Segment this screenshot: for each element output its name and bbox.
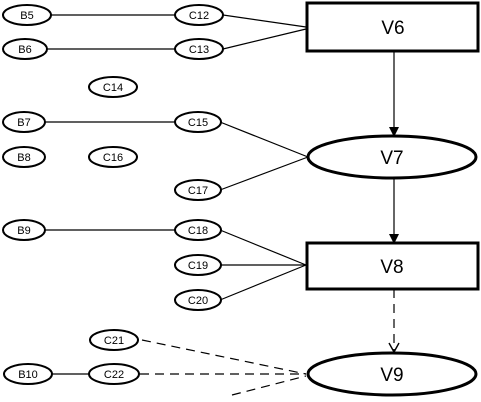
svg-text:B9: B9 [17, 225, 30, 237]
svg-text:V7: V7 [380, 148, 403, 169]
svg-text:C15: C15 [188, 117, 208, 129]
svg-text:C14: C14 [103, 82, 123, 94]
node-c14: C14 [88, 76, 138, 98]
svg-text:C22: C22 [104, 369, 124, 381]
node-v6: V6 [305, 1, 480, 53]
svg-text:B8: B8 [17, 152, 30, 164]
edge-c18-v8 [219, 229, 307, 266]
svg-text:C21: C21 [104, 335, 124, 347]
edge-c21-v9 [141, 339, 307, 375]
edge-c13-v6 [222, 28, 307, 50]
svg-text:C20: C20 [188, 295, 208, 307]
node-c18: C18 [174, 219, 222, 241]
node-c12: C12 [174, 4, 224, 26]
svg-text:C13: C13 [189, 44, 209, 56]
node-c13: C13 [174, 38, 224, 60]
svg-text:B7: B7 [17, 117, 30, 129]
node-c17: C17 [174, 179, 222, 201]
edge-c15-v7 [219, 121, 309, 158]
svg-text:V8: V8 [380, 257, 403, 278]
svg-text:B10: B10 [18, 369, 38, 381]
node-c15: C15 [174, 111, 222, 133]
edge-c12-v6 [222, 14, 307, 28]
edge-c17-v7 [219, 156, 309, 191]
svg-text:V6: V6 [381, 18, 404, 39]
node-c16: C16 [88, 146, 138, 168]
svg-text:V9: V9 [380, 365, 403, 386]
node-v9: V9 [306, 351, 478, 397]
svg-text:C19: C19 [188, 260, 208, 272]
svg-text:B6: B6 [18, 44, 31, 56]
svg-text:C18: C18 [188, 225, 208, 237]
node-c19: C19 [174, 254, 222, 276]
node-c22: C22 [88, 363, 140, 385]
svg-text:C12: C12 [189, 10, 209, 22]
edge-v9-incoming-lower [231, 375, 307, 396]
node-b8: B8 [2, 146, 46, 168]
node-c20: C20 [174, 289, 222, 311]
node-c21: C21 [89, 329, 139, 351]
node-b9: B9 [2, 219, 46, 241]
node-v7: V7 [306, 134, 478, 180]
node-b6: B6 [2, 38, 48, 60]
svg-text:B5: B5 [20, 10, 33, 22]
svg-text:C16: C16 [103, 152, 123, 164]
node-b10: B10 [3, 363, 53, 385]
node-b7: B7 [2, 111, 46, 133]
svg-text:C17: C17 [188, 185, 208, 197]
node-v8: V8 [305, 241, 480, 291]
edge-c20-v8 [219, 264, 307, 301]
node-b5: B5 [2, 4, 52, 26]
